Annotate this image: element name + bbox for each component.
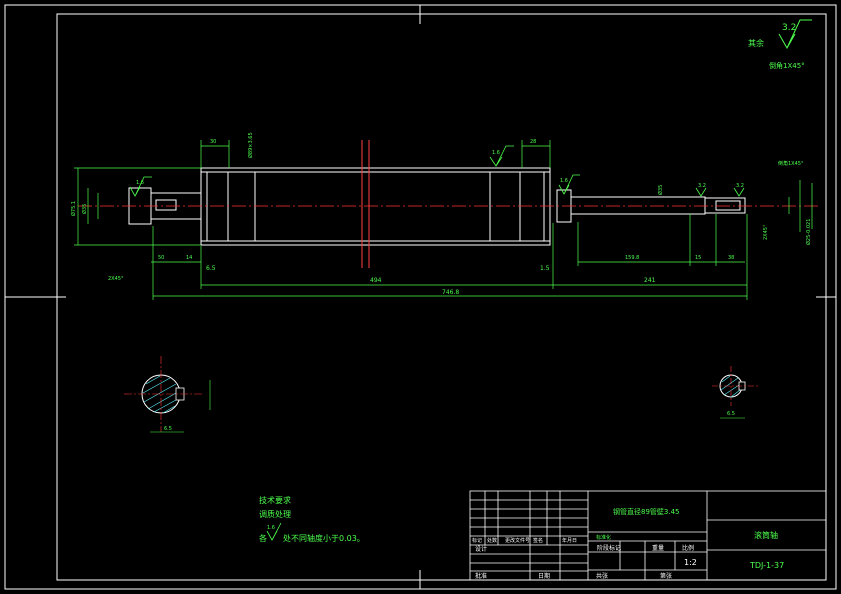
dim-right-seg: 159.8 [625,255,639,261]
thread-right: 2X45° [763,224,769,240]
center-hatch [361,140,370,268]
sheet-border [4,4,837,590]
weld-hatch [205,171,548,242]
dim-top-r: 28 [530,139,536,145]
tb-mark-label: 标记 [472,537,482,544]
roughness-general: 3.2 其余 倒角1X45° [748,19,812,70]
tb-sheet-label: 共张 [596,572,608,580]
tb-qty-label: 处数 [487,537,497,544]
notes-title: 技术要求 [259,495,291,505]
tb-scale-label: 比例 [682,544,694,552]
surface-mark-3: 1.6 [560,178,568,184]
notes-rough: 1.6 [267,525,275,531]
tb-std-label: 标准化 [596,534,611,541]
dim-overall: 746.8 [442,289,459,296]
surface-mark-1: 1.6 [136,180,144,186]
roughness-general-value: 3.2 [782,23,796,33]
notes-line2-rest: 处不同轴度小于0.03。 [283,533,365,543]
notes-line1: 调质处理 [259,509,291,519]
dim-right-end: 38 [728,255,734,261]
title-block-texts: 钢管直径89管壁3.45 滚筒轴 TDJ-1-37 1:2 标准化 阶段标记 重… [472,507,784,580]
tb-scale: 1:2 [684,558,697,567]
tb-stage-label: 阶段标记 [597,544,621,552]
tb-date2-label: 日期 [538,572,550,580]
dim-right: 241 [644,277,656,284]
notes-line2: 各 [259,533,267,543]
dim-tube-dia: Ø89×3.65 [247,132,254,158]
dim-gap-r: 1.5 [540,265,550,272]
tb-approve-label: 批准 [475,572,487,580]
dim-chamfer-label: 倒角1X45° [778,160,804,167]
dim-body: 494 [370,277,382,284]
tb-sheet2-label: 第张 [660,572,672,580]
shaft-part [128,167,746,246]
thread-left: 2X45° [108,276,124,282]
surface-mark-4: 3.2 [698,183,706,189]
technical-notes: 技术要求 调质处理 各 1.6 处不同轴度小于0.03。 [259,495,365,543]
key-width-right: 6.5 [727,411,735,417]
surface-mark-2: 1.6 [492,150,500,156]
dim-left-shaft: 50 [158,255,164,261]
surface-mark-labels: 1.6 1.6 1.6 3.2 3.2 [136,150,744,189]
tb-part-name: 滚筒轴 [754,530,778,540]
tb-sign-label: 签名 [533,537,543,544]
section-view-right: 6.5 [712,366,760,419]
dimension-texts: 746.8 494 241 50 14 6.5 1.5 159.8 15 38 … [70,132,812,296]
chamfer-note: 倒角1X45° [769,61,805,70]
roughness-general-label: 其余 [748,38,764,48]
dim-left-step: 14 [186,255,192,261]
dim-left-dia2: Ø35 [81,204,88,214]
tb-file-label: 更改文件号 [505,537,530,544]
section-view-left: 6.5 [124,356,211,433]
dimension-lines [74,140,813,300]
key-width-left: 6.5 [164,426,172,432]
dim-gap-l: 6.5 [206,265,216,272]
tb-date-label: 年月日 [562,537,577,544]
tb-material: 钢管直径89管壁3.45 [613,507,680,516]
surface-mark-5: 3.2 [736,183,744,189]
dim-end-dia: Ø25-0.021 [805,219,812,245]
tb-design-label: 设计 [475,545,487,553]
tb-weight-label: 重量 [652,544,664,552]
surface-marks [129,145,745,197]
dim-top-l: 30 [210,139,216,145]
dim-left-dia1: Ø75.1 [70,201,77,216]
dim-right-dia: Ø35 [657,185,664,195]
title-block [469,490,827,581]
dim-keyseat: 15 [695,255,701,261]
tb-drawing-no: TDJ-1-37 [749,561,784,570]
